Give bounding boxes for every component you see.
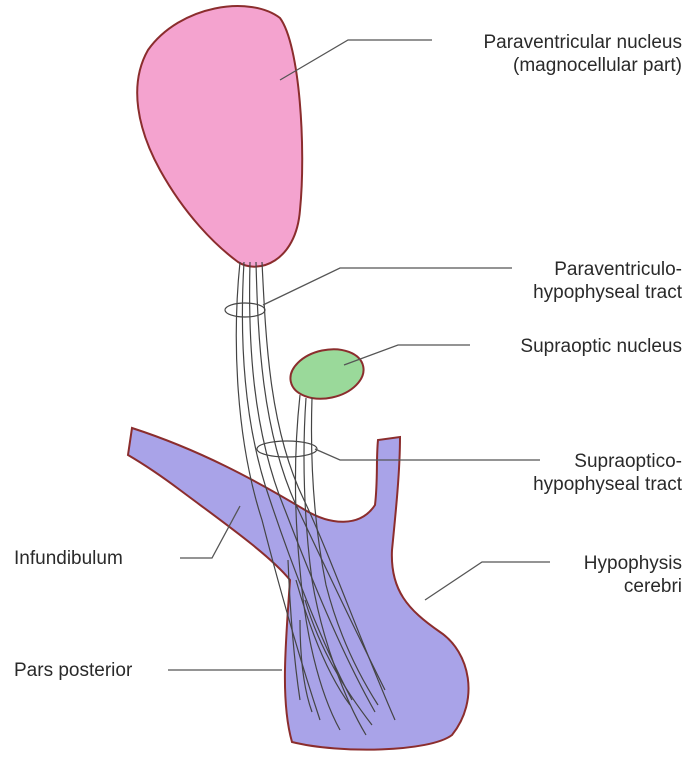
label-pars-posterior: Pars posterior bbox=[14, 659, 132, 682]
paraventricular-nucleus-shape bbox=[136, 5, 304, 268]
label-paraventricular-nucleus-line1: Paraventricular nucleus bbox=[483, 32, 682, 53]
label-hypophysis-line2: cerebri bbox=[623, 576, 682, 597]
leader-supraoptico-tract bbox=[314, 448, 540, 461]
label-hypophysis: Hypophysis cerebri bbox=[584, 552, 682, 598]
label-infundibulum: Infundibulum bbox=[14, 547, 123, 570]
label-paraventriculo-tract-line2: hypophyseal tract bbox=[533, 282, 682, 303]
label-paraventriculo-tract-line1: Paraventriculo- bbox=[554, 259, 682, 280]
label-infundibulum-line1: Infundibulum bbox=[14, 548, 123, 569]
label-hypophysis-line1: Hypophysis bbox=[583, 553, 682, 574]
leader-lines bbox=[168, 39, 550, 671]
nerve-fibers bbox=[235, 261, 396, 736]
supraoptico-tract-ring bbox=[256, 440, 318, 458]
paraventriculo-tract-ring bbox=[224, 302, 266, 318]
supraoptic-nucleus-shape bbox=[289, 348, 365, 400]
leader-hypophysis bbox=[424, 561, 550, 601]
label-paraventricular-nucleus-line2: (magnocellular part) bbox=[513, 55, 682, 76]
label-paraventricular-nucleus: Paraventricular nucleus (magnocellular p… bbox=[483, 31, 682, 77]
leader-supraoptic-nucleus bbox=[343, 344, 470, 366]
label-supraoptic-nucleus-line1: Supraoptic nucleus bbox=[520, 336, 682, 357]
leader-infundibulum bbox=[180, 505, 241, 559]
label-paraventriculo-tract: Paraventriculo- hypophyseal tract bbox=[533, 258, 682, 304]
label-supraoptico-tract: Supraoptico- hypophyseal tract bbox=[533, 450, 682, 496]
leader-paraventriculo-tract bbox=[262, 267, 512, 306]
label-pars-posterior-line1: Pars posterior bbox=[14, 660, 133, 681]
label-supraoptico-tract-line2: hypophyseal tract bbox=[533, 474, 682, 495]
tract-rings bbox=[224, 302, 318, 458]
label-supraoptic-nucleus: Supraoptic nucleus bbox=[520, 335, 682, 358]
leader-paraventricular-nucleus bbox=[279, 39, 432, 81]
label-supraoptico-tract-line1: Supraoptico- bbox=[574, 451, 682, 472]
